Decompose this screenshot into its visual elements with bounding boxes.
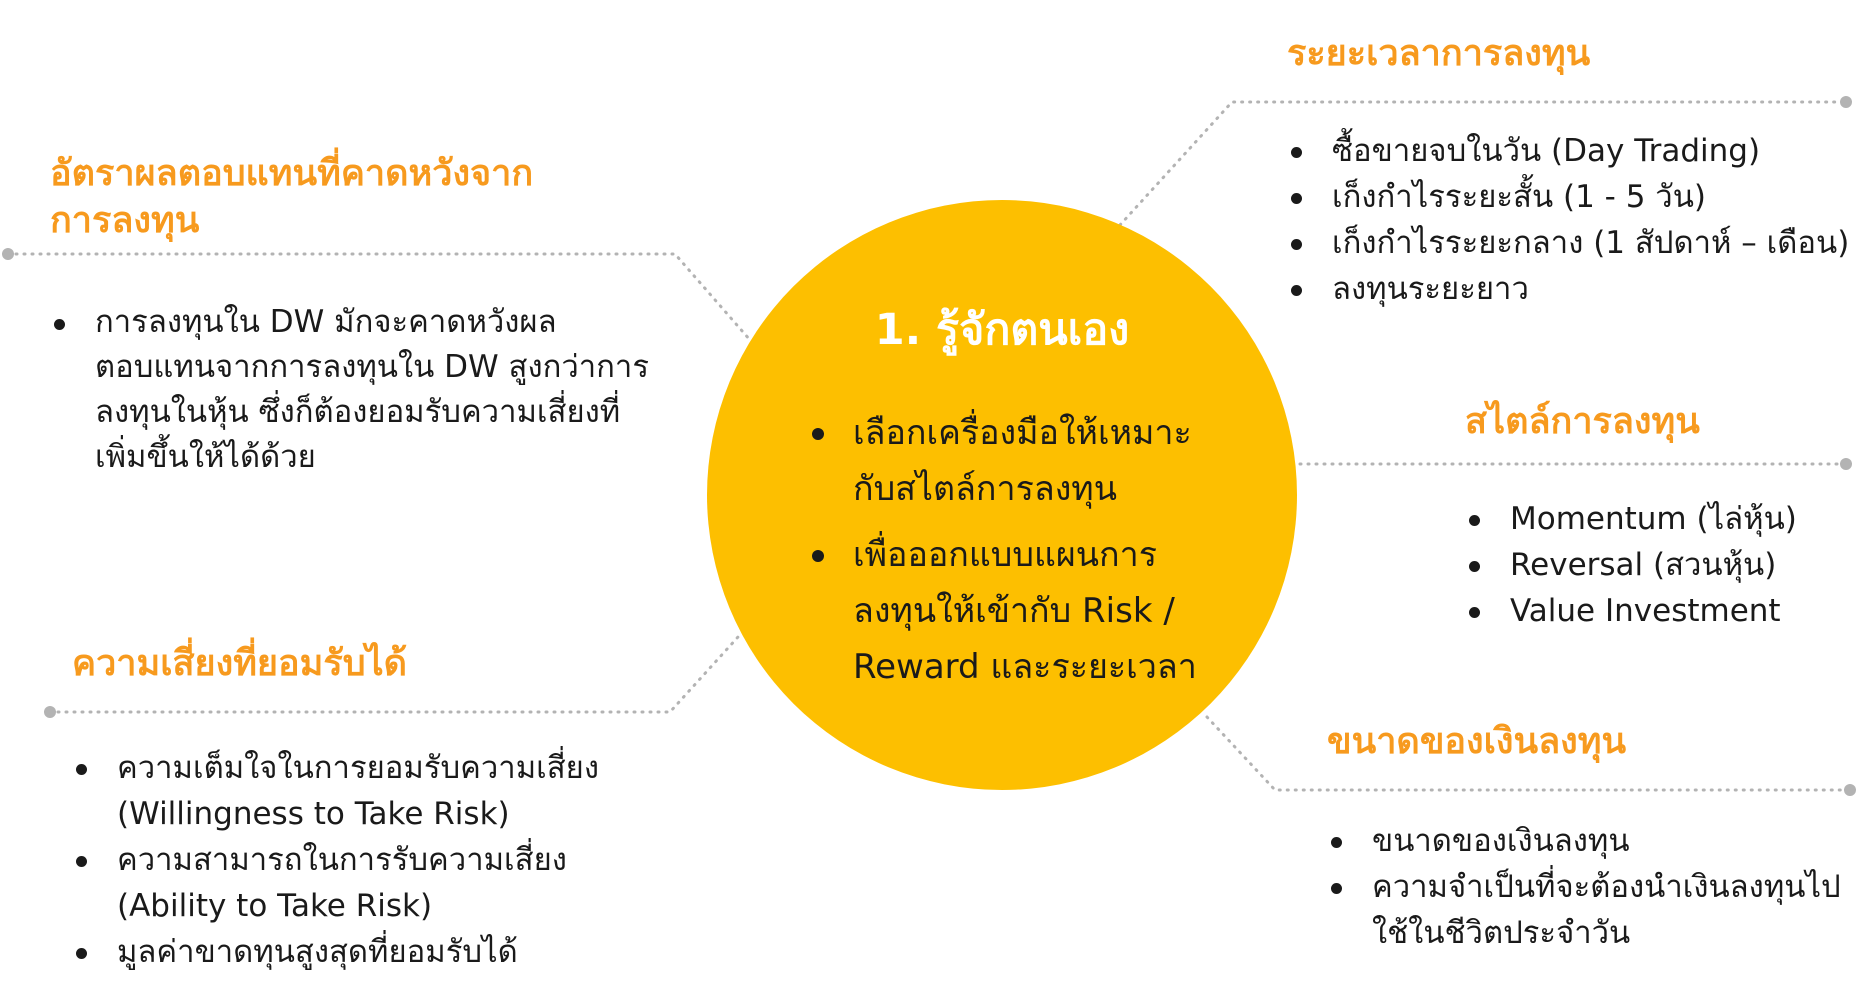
style-list: Momentum (ไล่หุ้น) Reversal (สวนหุ้น) Va… — [1465, 496, 1797, 634]
center-item: เพื่อออกแบบแผนการลงทุนให้เข้ากับ Risk / … — [808, 527, 1228, 695]
connector-dot-risk-tolerance — [44, 706, 56, 718]
list-item: Momentum (ไล่หุ้น) — [1465, 496, 1797, 542]
connector-dot-expected-return — [2, 248, 14, 260]
size-list: ขนาดของเงินลงทุน ความจำเป็นที่จะต้องนำเง… — [1327, 818, 1847, 956]
list-item: ความเต็มใจในการยอมรับความเสี่ยง (Willing… — [72, 745, 632, 837]
size-heading: ขนาดของเงินลงทุน — [1327, 721, 1627, 762]
time-horizon-heading: ระยะเวลาการลงทุน — [1287, 33, 1591, 74]
list-item: ซื้อขายจบในวัน (Day Trading) — [1287, 128, 1849, 174]
connector-dot-size — [1844, 784, 1856, 796]
list-item: เก็งกำไรระยะกลาง (1 สัปดาห์ – เดือน) — [1287, 220, 1849, 266]
risk-tolerance-heading: ความเสี่ยงที่ยอมรับได้ — [72, 643, 408, 684]
list-item: มูลค่าขาดทุนสูงสุดที่ยอมรับได้ — [72, 929, 632, 975]
risk-tolerance-list: ความเต็มใจในการยอมรับความเสี่ยง (Willing… — [72, 745, 632, 975]
list-item: ความจำเป็นที่จะต้องนำเงินลงทุนไปใช้ในชีว… — [1327, 864, 1847, 956]
list-item: เก็งกำไรระยะสั้น (1 - 5 วัน) — [1287, 174, 1849, 220]
expected-return-heading: อัตราผลตอบแทนที่คาดหวังจากการลงทุน — [50, 153, 534, 241]
list-item: ลงทุนระยะยาว — [1287, 266, 1849, 312]
list-item: การลงทุนใน DW มักจะคาดหวังผลตอบแทนจากการ… — [50, 300, 650, 480]
connector-time-horizon — [1118, 100, 1848, 227]
list-item: Reversal (สวนหุ้น) — [1465, 542, 1797, 588]
connector-dot-style — [1840, 458, 1852, 470]
connector-expected-return — [6, 252, 752, 342]
list-item: ขนาดของเงินลงทุน — [1327, 818, 1847, 864]
center-item: เลือกเครื่องมือให้เหมาะกับสไตล์การลงทุน — [808, 405, 1228, 517]
expected-return-list: การลงทุนใน DW มักจะคาดหวังผลตอบแทนจากการ… — [50, 300, 650, 480]
list-item: ความสามารถในการรับความเสี่ยง (Ability to… — [72, 837, 632, 929]
connector-dot-time-horizon — [1840, 96, 1852, 108]
center-list: เลือกเครื่องมือให้เหมาะกับสไตล์การลงทุน … — [808, 405, 1228, 705]
time-horizon-list: ซื้อขายจบในวัน (Day Trading) เก็งกำไรระย… — [1287, 128, 1849, 312]
connector-size — [1205, 715, 1852, 792]
style-heading: สไตล์การลงทุน — [1465, 401, 1700, 442]
list-item: Value Investment — [1465, 588, 1797, 634]
center-title: 1. รู้จักตนเอง — [874, 305, 1130, 355]
connector-risk-tolerance — [48, 635, 740, 714]
center-circle — [707, 200, 1297, 790]
